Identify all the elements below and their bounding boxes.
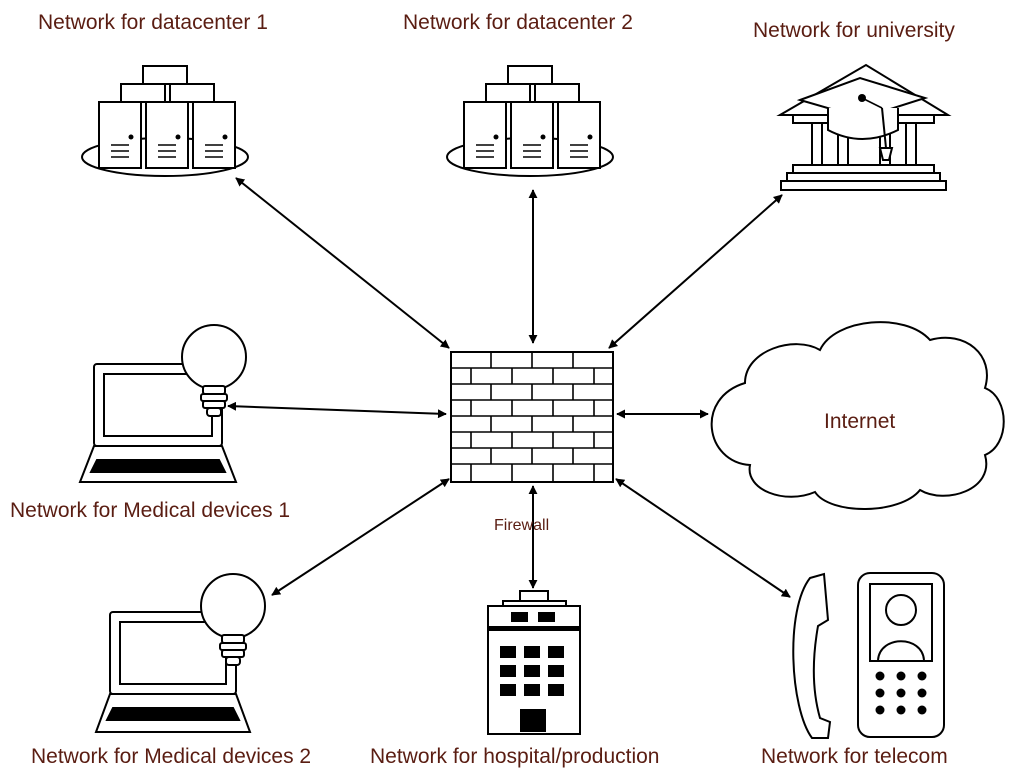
node-label-telecom: Network for telecom bbox=[761, 745, 948, 768]
edge-telecom bbox=[615, 478, 791, 598]
laptop-lightbulb-icon bbox=[94, 573, 266, 733]
node-label-university: Network for university bbox=[753, 19, 955, 42]
telephone-icon bbox=[792, 572, 945, 739]
node-label-hospital: Network for hospital/production bbox=[370, 745, 660, 768]
node-label-datacenter2: Network for datacenter 2 bbox=[403, 11, 633, 34]
cloud-icon bbox=[710, 321, 1005, 510]
node-label-medical2: Network for Medical devices 2 bbox=[31, 745, 312, 768]
edge-medical1 bbox=[227, 401, 447, 419]
edges bbox=[227, 177, 791, 598]
firewall-label: Firewall bbox=[494, 517, 550, 534]
node-label-internet: Internet bbox=[824, 410, 896, 433]
node-label-medical1: Network for Medical devices 1 bbox=[10, 499, 291, 522]
hospital-building-icon bbox=[487, 590, 581, 735]
node-label-datacenter1: Network for datacenter 1 bbox=[38, 11, 268, 34]
firewall-icon bbox=[450, 351, 614, 483]
edge-medical2 bbox=[271, 478, 450, 596]
university-building-icon bbox=[776, 63, 952, 191]
laptop-lightbulb-icon bbox=[78, 324, 247, 483]
edge-datacenter1 bbox=[235, 177, 450, 349]
server-cluster-icon bbox=[446, 65, 614, 177]
server-cluster-icon bbox=[81, 65, 249, 177]
edge-university bbox=[608, 194, 783, 349]
